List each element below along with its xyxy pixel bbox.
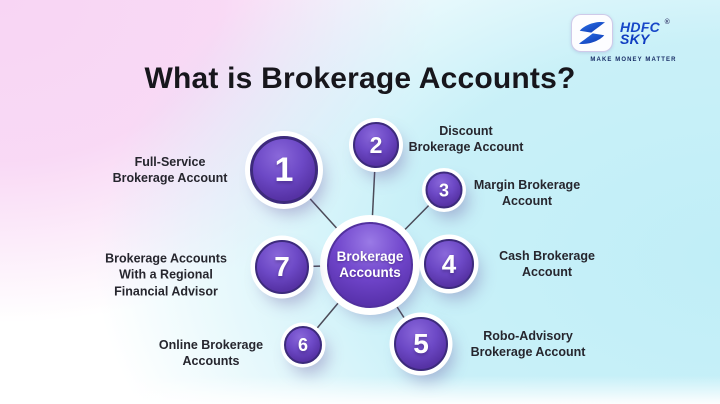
node-number-3: 3: [438, 180, 449, 200]
node-circle-7: 7: [255, 240, 309, 294]
swoosh-icon: [579, 21, 605, 45]
node-label-7: Brokerage Accounts With a Regional Finan…: [105, 251, 227, 299]
page-title: What is Brokerage Accounts?: [144, 62, 576, 95]
node-number-4: 4: [441, 249, 457, 279]
node-label-5: Robo-Advisory Brokerage Account: [470, 328, 586, 359]
node-circle-2: 2: [353, 122, 399, 168]
registered-trademark-icon: ®: [664, 19, 671, 26]
node-circle-3: 3: [425, 171, 463, 209]
node-number-5: 5: [413, 328, 429, 359]
hdfc-sky-logo-icon: [571, 14, 613, 52]
hdfc-sky-logo: HDFC SKY ® MAKE MONEY MATTER: [571, 14, 696, 63]
brand-tagline: MAKE MONEY MATTER: [590, 57, 677, 63]
node-circle-1: 1: [250, 136, 318, 204]
node-circle-4: 4: [424, 239, 474, 289]
brand-line2: SKY: [620, 31, 650, 47]
node-label-2: Discount Brokerage Account: [408, 123, 524, 154]
node-number-1: 1: [274, 151, 294, 189]
node-number-2: 2: [369, 131, 383, 158]
hub-label: Brokerage Accounts: [336, 249, 404, 280]
brand-line1: HDFC: [620, 19, 661, 35]
brand-wordmark: HDFC SKY ®: [620, 19, 670, 47]
node-label-1: Full-Service Brokerage Account: [112, 154, 228, 185]
node-number-7: 7: [274, 251, 290, 282]
hub-node: Brokerage Accounts: [327, 222, 413, 308]
node-circle-5: 5: [394, 317, 448, 371]
node-label-6: Online Brokerage Accounts: [158, 337, 264, 368]
node-circle-6: 6: [284, 326, 322, 364]
node-number-6: 6: [297, 335, 308, 355]
node-label-3: Margin Brokerage Account: [473, 177, 581, 208]
node-label-4: Cash Brokerage Account: [499, 248, 595, 279]
